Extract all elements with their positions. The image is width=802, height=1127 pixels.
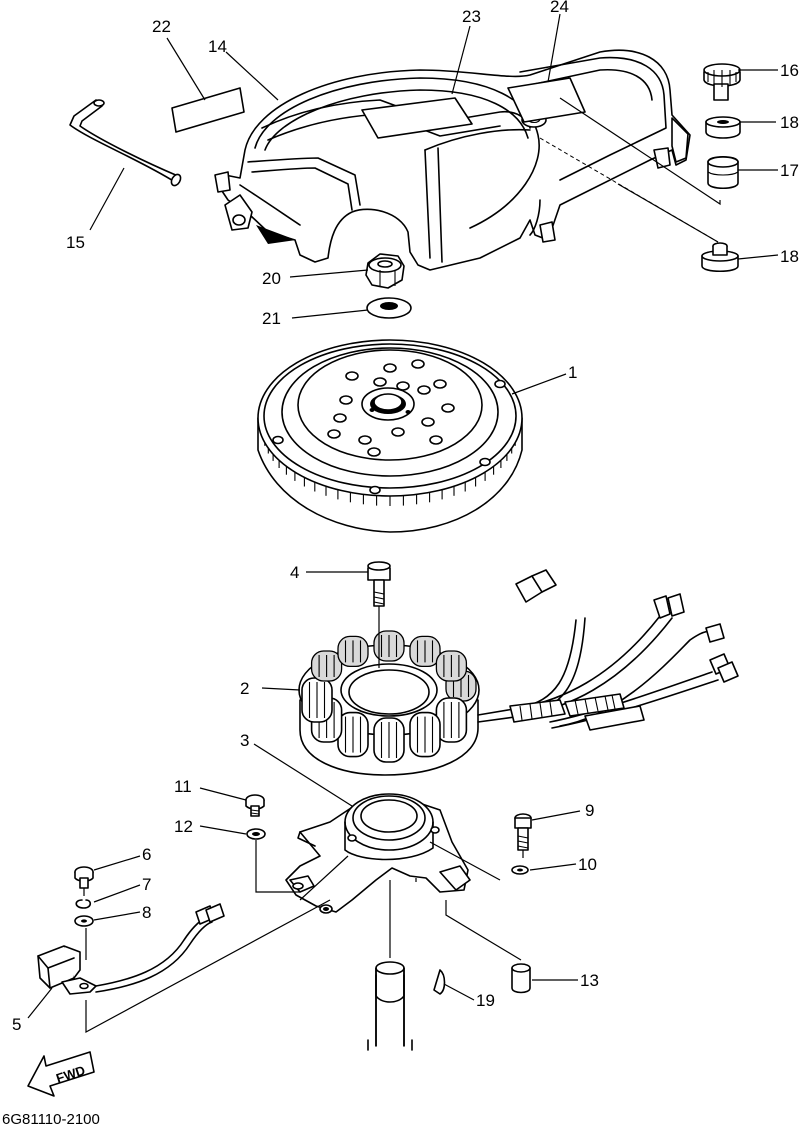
- callout-14: 14: [208, 37, 227, 56]
- collar[interactable]: [511, 963, 531, 994]
- stator-coils: [301, 630, 477, 763]
- cap-knob[interactable]: [703, 63, 741, 101]
- grommet-upper[interactable]: [705, 116, 741, 139]
- callout-17: 17: [780, 161, 799, 180]
- wire-sleeve-tubing: [509, 693, 645, 731]
- callout-leaders: [27, 13, 779, 1019]
- callout-10: 10: [578, 855, 597, 874]
- assembly-lines: [83, 606, 524, 1034]
- flywheel-washer[interactable]: [366, 297, 412, 319]
- woodruff-key[interactable]: [433, 969, 446, 995]
- assembly-line-18: [617, 183, 719, 243]
- callout-15: 15: [66, 233, 85, 252]
- callout-24: 24: [550, 0, 569, 16]
- callout-3: 3: [240, 731, 249, 750]
- base-bolt[interactable]: [514, 813, 532, 851]
- callout-numbers: 1 2 3 4 5 6 7 8 9 10 11 12 13 14 15 16 1…: [12, 0, 799, 1034]
- pulser-screw[interactable]: [74, 866, 94, 889]
- callout-20: 20: [262, 269, 281, 288]
- callout-11: 11: [174, 777, 192, 796]
- lock-washer[interactable]: [75, 899, 92, 909]
- assembly-line-24: [559, 97, 721, 206]
- callout-9: 9: [585, 801, 594, 820]
- label-sticker-22[interactable]: [171, 87, 245, 133]
- stator[interactable]: [298, 569, 739, 776]
- callout-8: 8: [142, 903, 151, 922]
- flywheel[interactable]: [257, 339, 523, 533]
- pulser-washer[interactable]: [74, 915, 94, 927]
- callout-4: 4: [290, 563, 299, 582]
- flywheel-bolt-holes: [272, 359, 506, 495]
- grommet-lower[interactable]: [701, 242, 739, 273]
- stator-bolt[interactable]: [367, 561, 391, 607]
- base-bolt-washer[interactable]: [511, 865, 529, 875]
- callout-7: 7: [142, 875, 151, 894]
- pulser-coil[interactable]: [37, 903, 225, 995]
- base-washer[interactable]: [246, 828, 266, 840]
- callout-5: 5: [12, 1015, 21, 1034]
- label-sticker-24[interactable]: [507, 77, 586, 123]
- callout-18-upper: 18: [780, 113, 799, 132]
- hose[interactable]: [69, 99, 182, 187]
- callout-13: 13: [580, 971, 599, 990]
- callout-21: 21: [262, 309, 281, 328]
- callout-23: 23: [462, 7, 481, 26]
- callout-12: 12: [174, 817, 193, 836]
- flywheel-nut[interactable]: [365, 253, 405, 289]
- callout-16: 16: [780, 61, 799, 80]
- diagram-code: 6G81110-2100: [2, 1111, 100, 1127]
- callout-2: 2: [240, 679, 249, 698]
- callout-6: 6: [142, 845, 151, 864]
- callout-19: 19: [476, 991, 495, 1010]
- callout-18-lower: 18: [780, 247, 799, 266]
- plug[interactable]: [707, 155, 739, 190]
- stator-base[interactable]: [285, 793, 471, 914]
- stator-connectors: [515, 569, 739, 683]
- forward-arrow: FWD: [27, 1051, 95, 1097]
- base-screw[interactable]: [245, 794, 265, 817]
- crankshaft-end[interactable]: [367, 961, 413, 1051]
- label-sticker-23[interactable]: [361, 97, 473, 139]
- callout-1: 1: [568, 363, 577, 382]
- callout-22: 22: [152, 17, 171, 36]
- flywheel-cover[interactable]: [214, 49, 691, 271]
